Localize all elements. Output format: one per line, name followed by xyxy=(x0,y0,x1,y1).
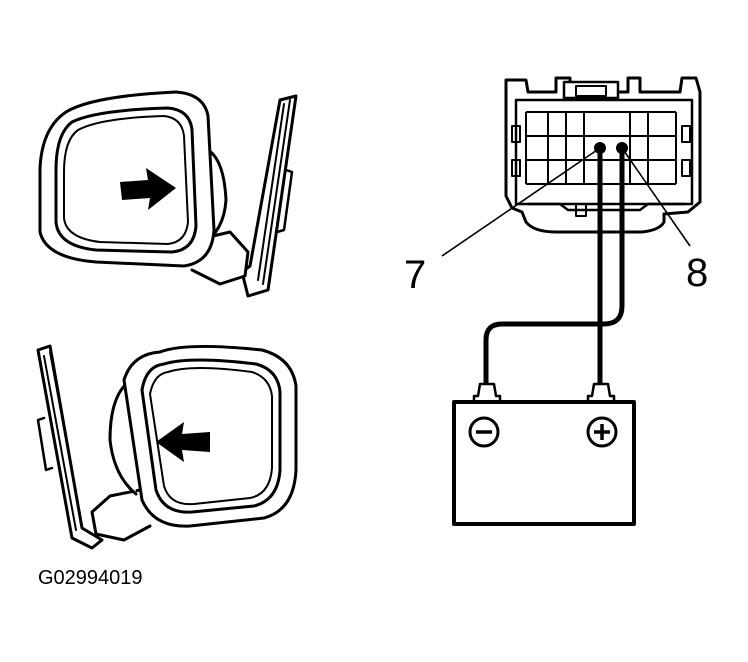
mirror-lower-mount xyxy=(36,344,104,550)
mirror-lower-glass xyxy=(140,358,282,514)
arrow-left-icon xyxy=(156,422,210,462)
plus-terminal-icon xyxy=(586,416,618,448)
callout-7-leader xyxy=(441,147,601,257)
test-leads xyxy=(483,147,625,387)
battery-positive-post xyxy=(586,382,616,404)
callout-8-leader xyxy=(621,147,691,247)
connector-body xyxy=(504,76,702,234)
battery xyxy=(452,382,636,526)
minus-terminal-icon xyxy=(468,416,500,448)
mirror-upper-assembly xyxy=(38,90,298,298)
battery-negative-post xyxy=(472,382,502,404)
mirror-upper-glass xyxy=(54,106,198,254)
callout-7-label: 7 xyxy=(404,253,426,297)
arrow-right-icon xyxy=(120,168,176,210)
connector-terminal-grid xyxy=(525,111,677,185)
mirror-connector xyxy=(504,76,702,234)
callout-8-label: 8 xyxy=(686,251,708,295)
figure-code: G02994019 xyxy=(38,567,143,589)
negative-lead xyxy=(483,147,625,387)
